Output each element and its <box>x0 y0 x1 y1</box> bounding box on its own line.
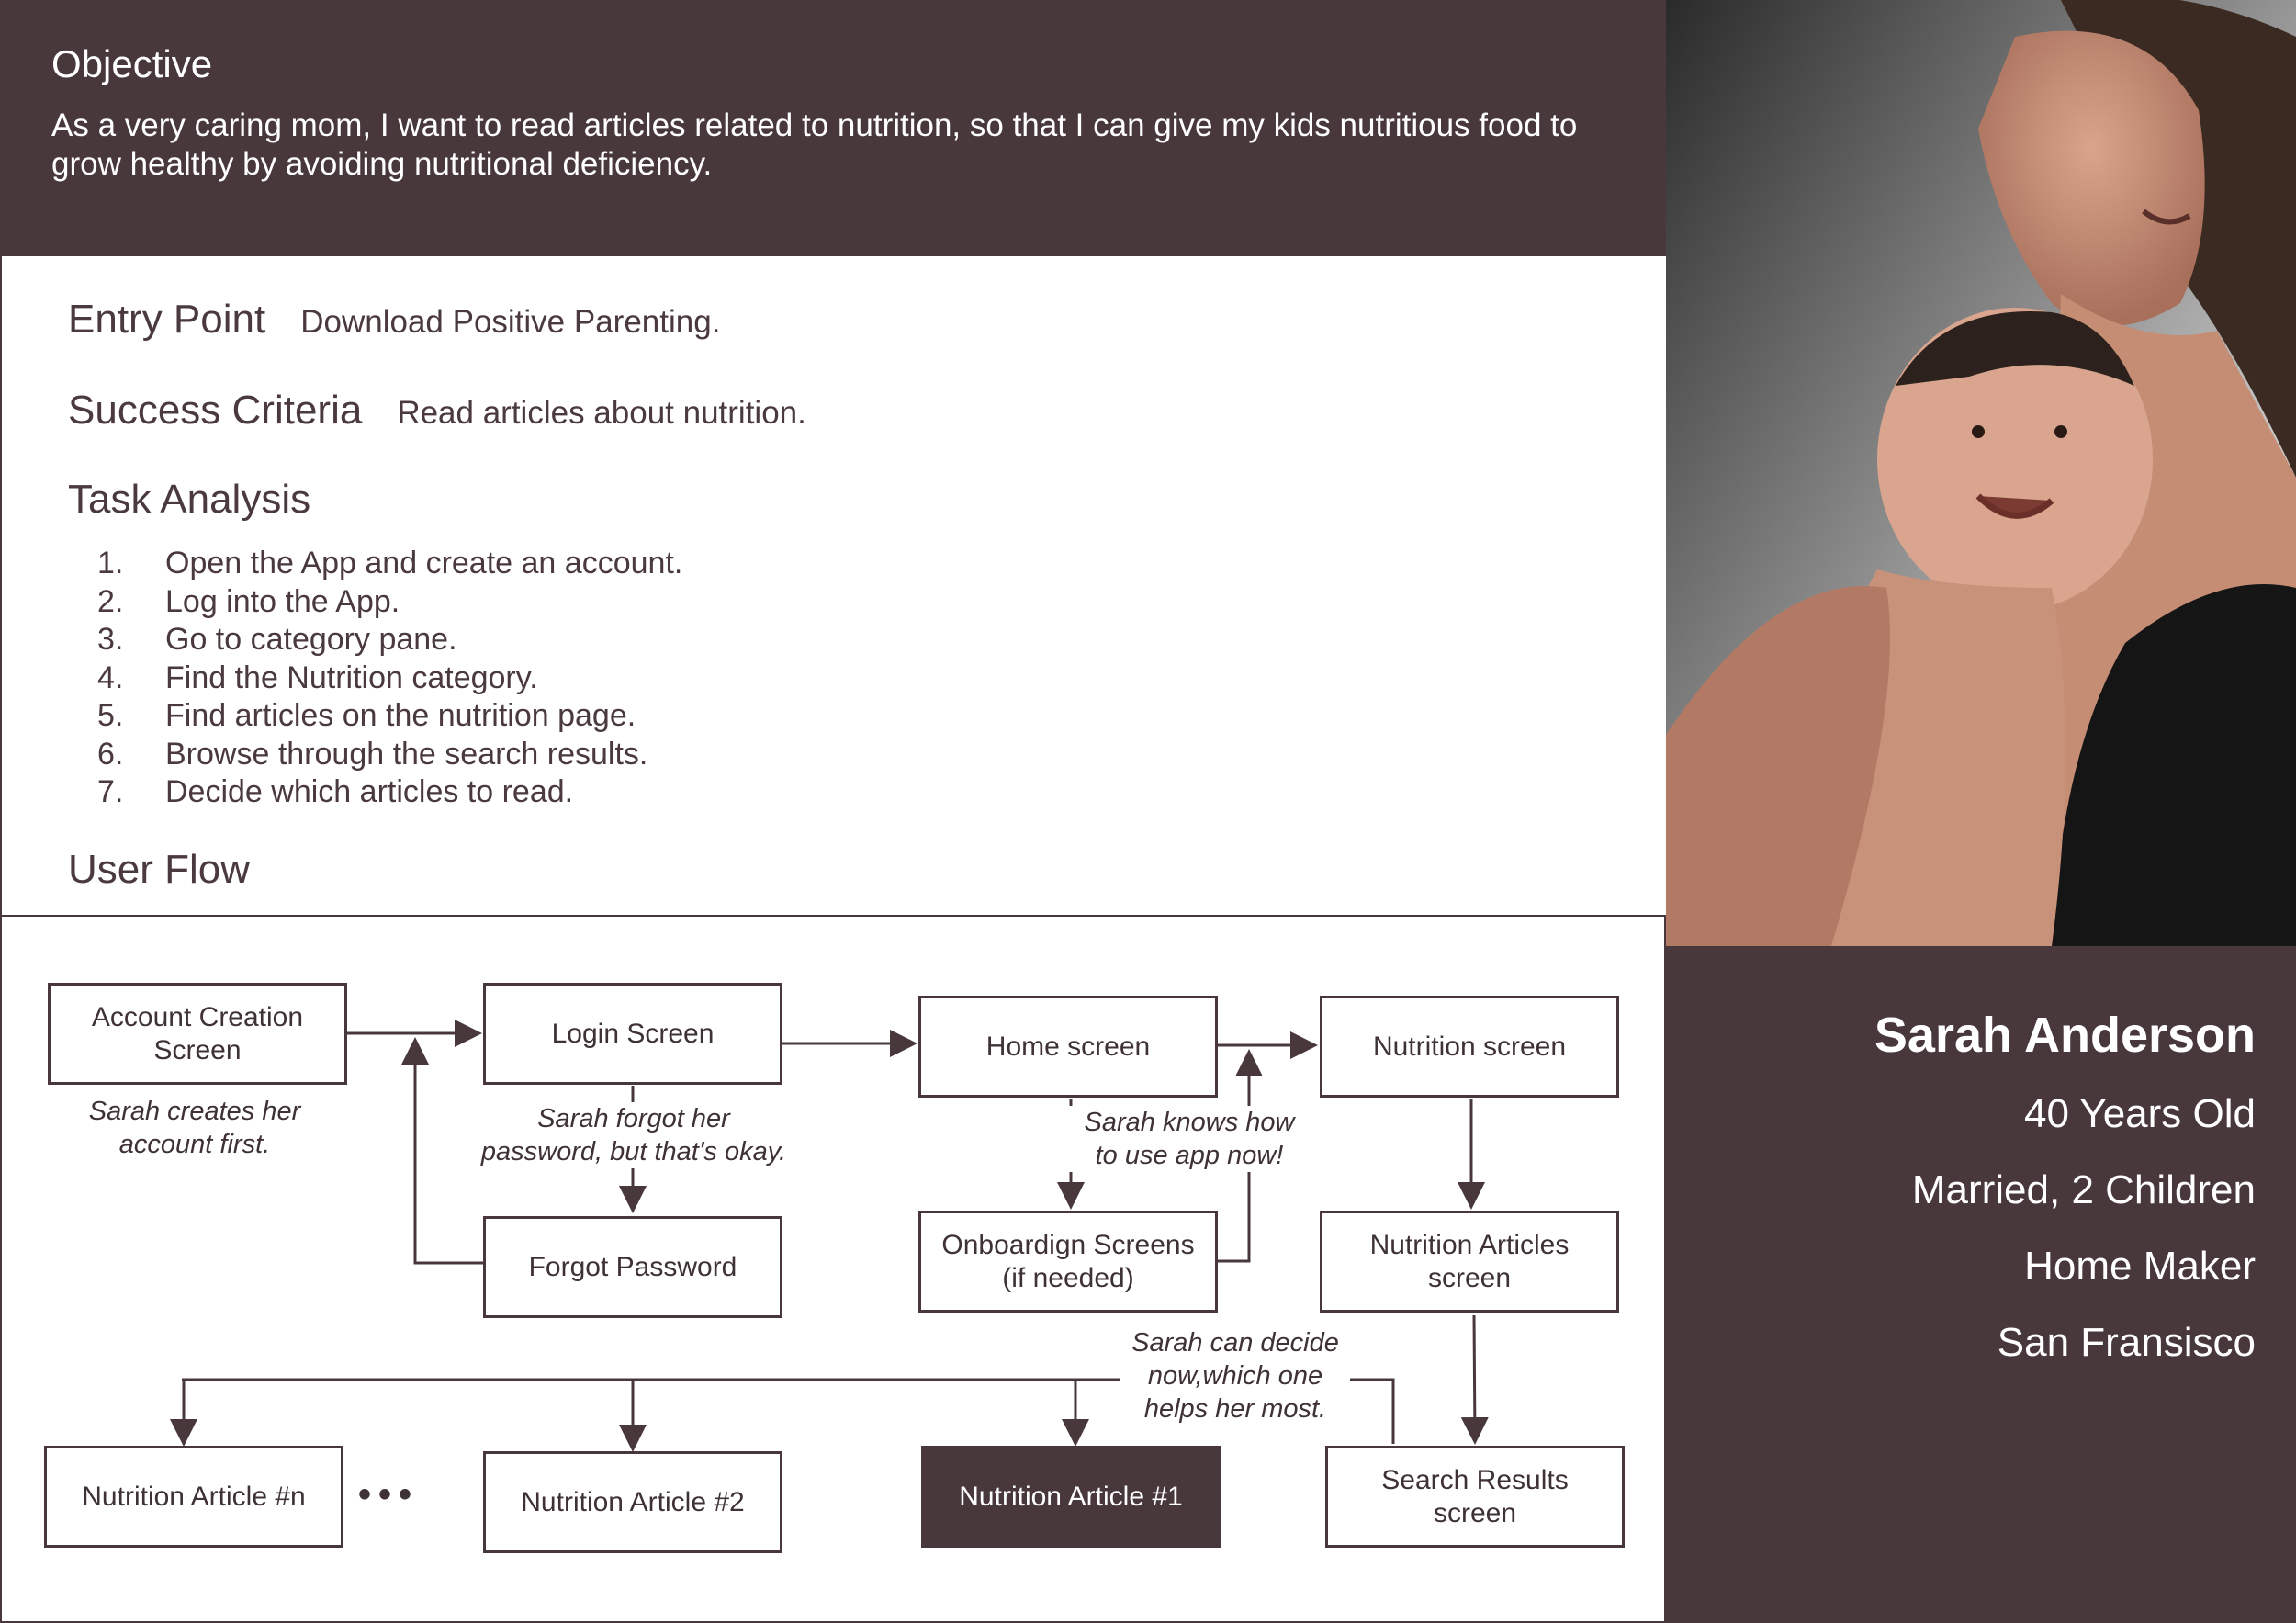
success-criteria-label: Success Criteria <box>68 388 363 433</box>
entry-point-label: Entry Point <box>68 297 266 342</box>
persona-photo <box>1666 0 2296 946</box>
task-step: 2. Log into the App. <box>97 583 682 622</box>
node-nutrition-articles: Nutrition Articles screen <box>1320 1211 1619 1313</box>
annotation-decide: Sarah can decide now,which one helps her… <box>1120 1326 1350 1426</box>
entry-point-row: Entry Point Download Positive Parenting. <box>68 297 720 343</box>
task-step-number: 4. <box>97 659 124 695</box>
task-step-number: 3. <box>97 622 124 657</box>
entry-point-value: Download Positive Parenting. <box>300 304 721 340</box>
profile-city: San Fransisco <box>1997 1320 2256 1365</box>
profile-name: Sarah Anderson <box>1874 1008 2256 1063</box>
objective-panel: Objective As a very caring mom, I want t… <box>0 0 1666 256</box>
task-step-number: 2. <box>97 583 124 619</box>
task-step-number: 5. <box>97 698 124 733</box>
node-article-2: Nutrition Article #2 <box>483 1451 782 1553</box>
task-step-number: 7. <box>97 774 124 809</box>
task-step-text: Log into the App. <box>165 583 400 619</box>
more-articles-ellipsis: ••• <box>358 1474 420 1515</box>
node-nutrition-screen: Nutrition screen <box>1320 996 1619 1098</box>
node-onboarding-screens: Onboardign Screens (if needed) <box>918 1211 1218 1313</box>
task-step: 5. Find articles on the nutrition page. <box>97 697 682 736</box>
node-search-results: Search Results screen <box>1325 1446 1625 1548</box>
user-flow-title: User Flow <box>68 847 251 892</box>
node-forgot-password: Forgot Password <box>483 1216 782 1318</box>
task-step-text: Find the Nutrition category. <box>165 659 538 695</box>
task-step-number: 6. <box>97 736 124 772</box>
success-criteria-value: Read articles about nutrition. <box>397 395 806 431</box>
persona-photo-illustration <box>1666 0 2296 946</box>
profile-marital-status: Married, 2 Children <box>1911 1167 2256 1212</box>
task-step: 7. Decide which articles to read. <box>97 773 682 812</box>
content-section: Entry Point Download Positive Parenting.… <box>0 256 1666 915</box>
task-step: 3. Go to category pane. <box>97 621 682 659</box>
node-article-n: Nutrition Article #n <box>44 1446 343 1548</box>
task-step-text: Decide which articles to read. <box>165 774 574 809</box>
task-step-text: Browse through the search results. <box>165 736 648 772</box>
node-login-screen: Login Screen <box>483 983 782 1085</box>
task-step-text: Open the App and create an account. <box>165 546 683 580</box>
task-step-text: Find articles on the nutrition page. <box>165 698 636 733</box>
success-criteria-row: Success Criteria Read articles about nut… <box>68 388 806 434</box>
annotation-forgot-password: Sarah forgot her password, but that's ok… <box>468 1102 799 1168</box>
node-account-creation: Account Creation Screen <box>48 983 347 1085</box>
task-analysis-title: Task Analysis <box>68 477 311 522</box>
profile-occupation: Home Maker <box>2024 1244 2256 1289</box>
node-article-1: Nutrition Article #1 <box>921 1446 1221 1548</box>
task-analysis-list: 1. Open the App and create an account. 2.… <box>97 545 682 812</box>
task-step: 1. Open the App and create an account. <box>97 545 682 583</box>
task-step-text: Go to category pane. <box>165 622 457 657</box>
profile-panel: Sarah Anderson 40 Years Old Married, 2 C… <box>1666 946 2296 1623</box>
objective-text: As a very caring mom, I want to read art… <box>51 107 1578 182</box>
task-step-number: 1. <box>97 546 124 580</box>
profile-age: 40 Years Old <box>2024 1091 2256 1136</box>
objective-title: Objective <box>51 42 213 85</box>
annotation-knows-app: Sarah knows how to use app now! <box>1065 1106 1313 1172</box>
task-step: 4. Find the Nutrition category. <box>97 659 682 698</box>
node-home-screen: Home screen <box>918 996 1218 1098</box>
annotation-creates-account: Sarah creates her account first. <box>88 1097 301 1159</box>
task-step: 6. Browse through the search results. <box>97 736 682 774</box>
